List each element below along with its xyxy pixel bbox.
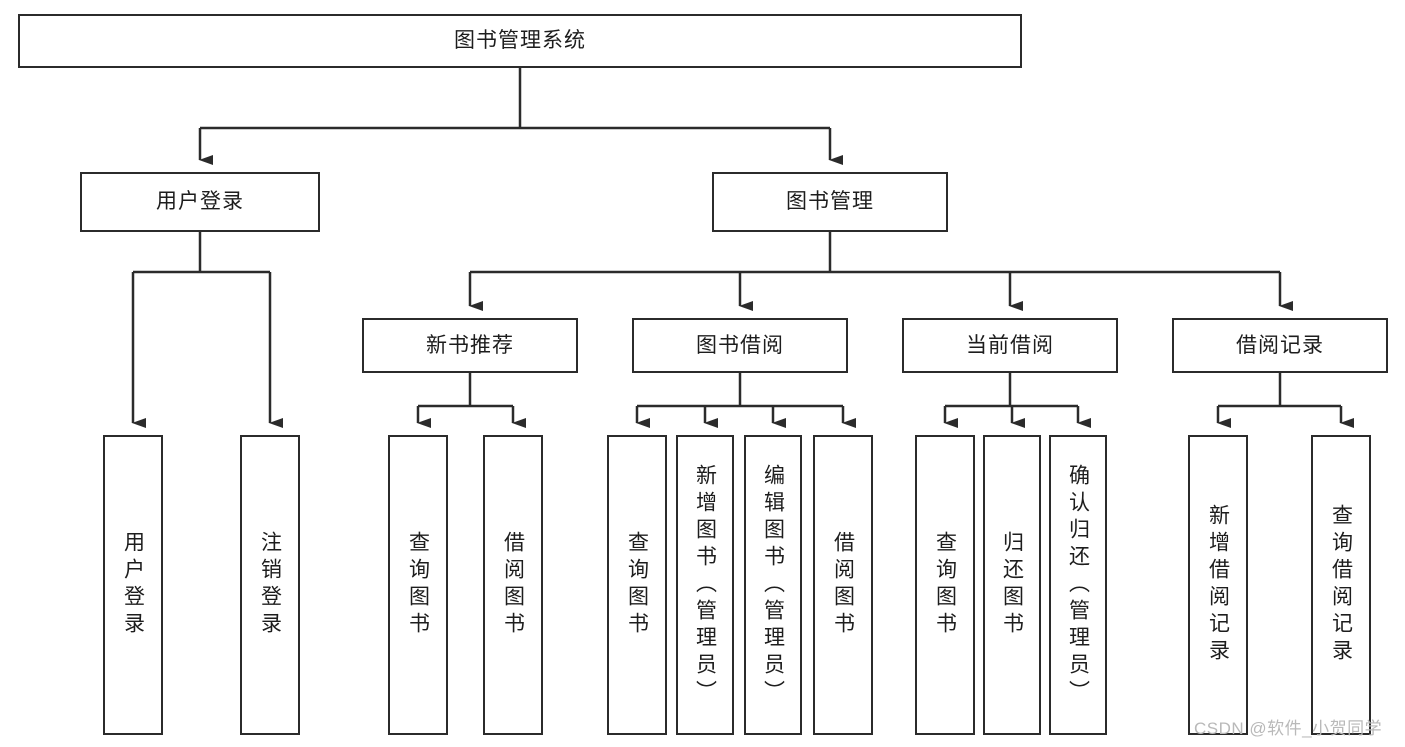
- node-leaf-user-login[interactable]: 用户登录: [103, 435, 163, 735]
- node-leaf-borrow-book-2-label: 借阅图书: [831, 531, 855, 639]
- node-leaf-query-book-2-label: 查询图书: [625, 531, 649, 639]
- node-leaf-query-book-1[interactable]: 查询图书: [388, 435, 448, 735]
- watermark-text: CSDN @软件_小贺同学: [1194, 719, 1383, 738]
- node-leaf-query-record[interactable]: 查询借阅记录: [1311, 435, 1371, 735]
- node-leaf-borrow-book-1-label: 借阅图书: [501, 531, 525, 639]
- node-book-borrow[interactable]: 图书借阅: [632, 318, 848, 373]
- node-leaf-add-record[interactable]: 新增借阅记录: [1188, 435, 1248, 735]
- node-leaf-confirm-return[interactable]: 确认归还（管理员）: [1049, 435, 1107, 735]
- node-book-manage-label: 图书管理: [786, 190, 874, 214]
- node-book-borrow-label: 图书借阅: [696, 333, 784, 357]
- node-leaf-query-book-2[interactable]: 查询图书: [607, 435, 667, 735]
- node-borrow-record-label: 借阅记录: [1236, 333, 1324, 357]
- node-new-book-rec[interactable]: 新书推荐: [362, 318, 578, 373]
- node-leaf-logout[interactable]: 注销登录: [240, 435, 300, 735]
- node-borrow-record[interactable]: 借阅记录: [1172, 318, 1388, 373]
- node-current-borrow-label: 当前借阅: [966, 333, 1054, 357]
- node-leaf-edit-book-label: 编辑图书（管理员）: [761, 463, 785, 707]
- node-leaf-return-book[interactable]: 归还图书: [983, 435, 1041, 735]
- node-leaf-query-book-3[interactable]: 查询图书: [915, 435, 975, 735]
- node-leaf-add-record-label: 新增借阅记录: [1206, 504, 1230, 666]
- node-root[interactable]: 图书管理系统: [18, 14, 1022, 68]
- node-leaf-query-book-1-label: 查询图书: [406, 531, 430, 639]
- node-leaf-add-book-label: 新增图书（管理员）: [693, 463, 717, 707]
- node-user-login[interactable]: 用户登录: [80, 172, 320, 232]
- node-leaf-return-book-label: 归还图书: [1000, 531, 1024, 639]
- node-leaf-confirm-return-label: 确认归还（管理员）: [1066, 463, 1090, 707]
- node-leaf-borrow-book-1[interactable]: 借阅图书: [483, 435, 543, 735]
- node-leaf-borrow-book-2[interactable]: 借阅图书: [813, 435, 873, 735]
- node-leaf-logout-label: 注销登录: [258, 531, 282, 639]
- node-book-manage[interactable]: 图书管理: [712, 172, 948, 232]
- node-leaf-edit-book[interactable]: 编辑图书（管理员）: [744, 435, 802, 735]
- node-leaf-query-book-3-label: 查询图书: [933, 531, 957, 639]
- node-root-label: 图书管理系统: [454, 29, 586, 53]
- node-new-book-rec-label: 新书推荐: [426, 333, 514, 357]
- node-leaf-add-book[interactable]: 新增图书（管理员）: [676, 435, 734, 735]
- node-leaf-query-record-label: 查询借阅记录: [1329, 504, 1353, 666]
- node-user-login-label: 用户登录: [156, 190, 244, 214]
- node-current-borrow[interactable]: 当前借阅: [902, 318, 1118, 373]
- node-leaf-user-login-label: 用户登录: [121, 531, 145, 639]
